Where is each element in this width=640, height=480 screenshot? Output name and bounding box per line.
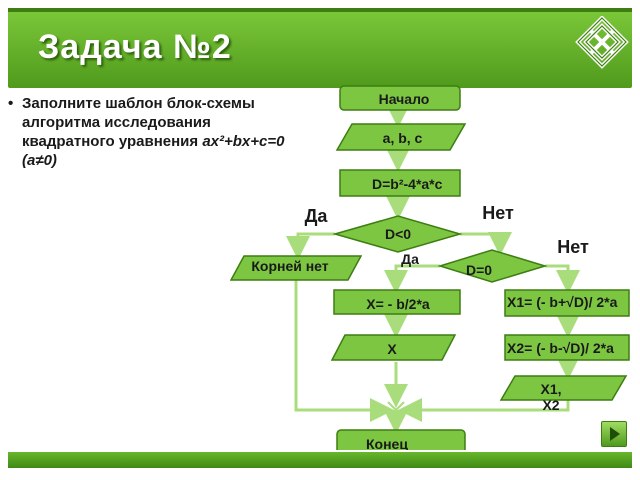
celtic-knot-logo [575, 16, 629, 69]
arrow-cond1-no [460, 232, 512, 256]
no-roots-parallelogram [229, 255, 363, 281]
flow-arrows [286, 104, 580, 434]
input-label: a, b, c [382, 130, 423, 146]
title-bar: Задача №2 [8, 8, 632, 88]
bottom-line [8, 450, 632, 452]
input-parallelogram [335, 123, 467, 151]
arrow-cond1-yes [286, 232, 335, 260]
cond2-label: D=0 [466, 262, 493, 278]
arrow-out2-merge [398, 398, 570, 422]
cond1-decision [332, 215, 463, 253]
out-one-parallelogram [330, 334, 457, 361]
equation-formula: ax²+bx+c=0 (a≠0) [22, 133, 285, 169]
x1-process [504, 289, 630, 317]
cond2-decision [437, 249, 548, 283]
play-icon [610, 427, 620, 441]
start-label: Начало [378, 91, 430, 107]
cond1-label: D<0 [384, 226, 412, 242]
arrow-cond2-yes [384, 264, 440, 294]
no-roots-label: Корней нет [251, 258, 329, 274]
instruction-text: • Заполните шаблон блок-схемы алгоритма … [8, 94, 294, 170]
discriminant-process [339, 169, 461, 197]
x1-label: X1= (- b+√D)/ 2*a [507, 294, 618, 310]
end-label: Конец [366, 436, 408, 452]
x2-label: X2= (- b-√D)/ 2*a [507, 340, 614, 356]
arrow-noroots-merge [294, 280, 394, 422]
out-two-label: X1, X2 [540, 381, 562, 413]
next-slide-button[interactable] [601, 421, 627, 447]
bullet-dot: • [8, 95, 14, 112]
x2-process [504, 334, 630, 361]
bottom-bar [8, 450, 632, 468]
cond2-yes-label: Да [401, 251, 419, 267]
cond2-no-label: Нет [557, 237, 589, 257]
merge-connector [387, 401, 405, 419]
one-root-label: X= - b/2*a [366, 296, 430, 312]
out-two-parallelogram [499, 375, 628, 401]
arrow-cond2-no [545, 264, 580, 294]
discriminant-label: D=b²-4*a*c [372, 176, 443, 192]
title-stripe [8, 8, 632, 12]
one-root-process [333, 289, 461, 315]
start-terminator [339, 85, 461, 111]
slide-title: Задача №2 [38, 28, 232, 66]
out-one-label: X [387, 341, 397, 357]
cond1-no-label: Нет [482, 203, 514, 223]
cond1-yes-label: Да [304, 206, 328, 226]
instruction-body: Заполните шаблон блок-схемы алгоритма ис… [22, 95, 255, 150]
